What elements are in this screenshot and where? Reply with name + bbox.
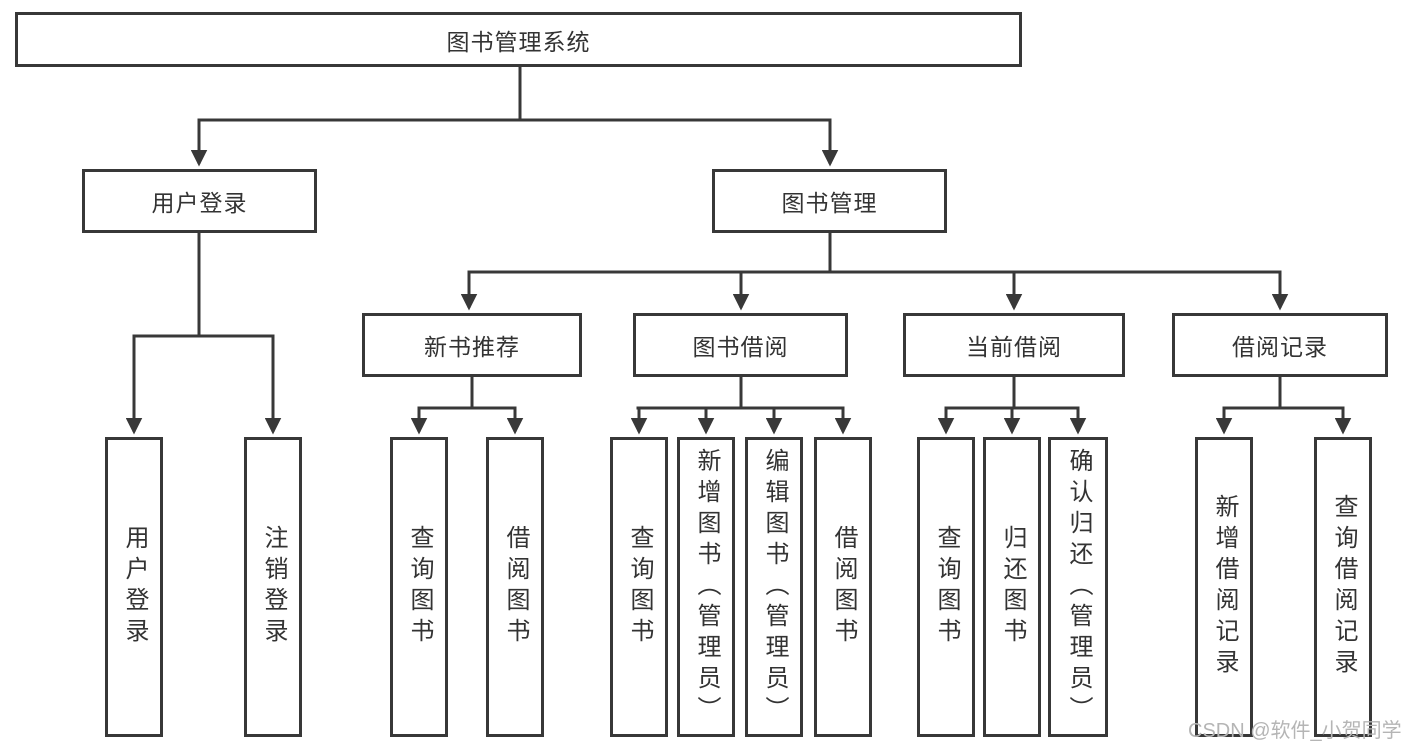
leaf-label: 查询图书 xyxy=(406,525,433,649)
leaf-label: 编辑图书（管理员） xyxy=(761,447,788,727)
node-current-borrowing: 当前借阅 xyxy=(903,313,1125,377)
node-label: 用户登录 xyxy=(151,190,248,216)
leaf-label: 查询图书 xyxy=(626,525,653,649)
leaf-borrow-books: 借阅图书 xyxy=(814,437,872,737)
leaf-label: 用户登录 xyxy=(121,525,148,649)
leaf-label: 查询借阅记录 xyxy=(1330,494,1357,680)
node-new-book-recommendation: 新书推荐 xyxy=(362,313,582,377)
leaf-label: 借阅图书 xyxy=(830,525,857,649)
leaf-query-books-recommend: 查询图书 xyxy=(390,437,448,737)
node-label: 借阅记录 xyxy=(1232,334,1328,360)
leaf-label: 确认归还（管理员） xyxy=(1065,447,1092,727)
node-label: 图书借阅 xyxy=(692,334,789,360)
leaf-logout: 注销登录 xyxy=(244,437,302,737)
csdn-watermark: CSDN @软件_小贺同学 xyxy=(1188,720,1402,742)
node-library-management-system: 图书管理系统 xyxy=(15,12,1022,67)
leaf-label: 借阅图书 xyxy=(502,525,529,649)
node-book-management: 图书管理 xyxy=(712,169,947,233)
leaf-confirm-return-admin: 确认归还（管理员） xyxy=(1048,437,1108,737)
leaf-return-books: 归还图书 xyxy=(983,437,1041,737)
leaf-add-borrow-record: 新增借阅记录 xyxy=(1195,437,1253,737)
leaf-label: 新增图书（管理员） xyxy=(693,447,720,727)
leaf-query-borrow-record: 查询借阅记录 xyxy=(1314,437,1372,737)
leaf-add-books-admin: 新增图书（管理员） xyxy=(677,437,735,737)
node-book-borrowing: 图书借阅 xyxy=(633,313,848,377)
leaf-label: 注销登录 xyxy=(260,525,287,649)
leaf-query-books-borrowing: 查询图书 xyxy=(610,437,668,737)
leaf-user-login: 用户登录 xyxy=(105,437,163,737)
leaf-label: 新增借阅记录 xyxy=(1211,494,1238,680)
node-borrowing-records: 借阅记录 xyxy=(1172,313,1388,377)
leaf-label: 归还图书 xyxy=(999,525,1026,649)
node-label: 新书推荐 xyxy=(424,334,520,360)
leaf-borrow-books-recommend: 借阅图书 xyxy=(486,437,544,737)
node-label: 图书管理 xyxy=(781,190,878,216)
node-user-login: 用户登录 xyxy=(82,169,317,233)
node-label: 当前借阅 xyxy=(966,334,1062,360)
leaf-query-books-current: 查询图书 xyxy=(917,437,975,737)
leaf-edit-books-admin: 编辑图书（管理员） xyxy=(745,437,803,737)
leaf-label: 查询图书 xyxy=(933,525,960,649)
node-label: 图书管理系统 xyxy=(446,28,591,55)
